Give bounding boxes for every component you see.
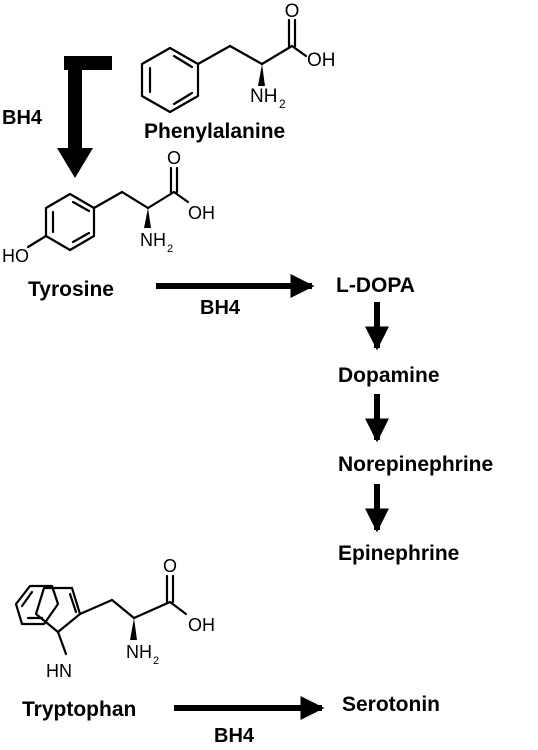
indole-nitrogen: HN <box>46 661 72 681</box>
amine-subscript: 2 <box>153 655 159 667</box>
amine-subscript: 2 <box>279 97 286 111</box>
amine-group: NH <box>126 642 152 662</box>
oxygen-atom: O <box>163 556 177 576</box>
cofactor-label-phe: BH4 <box>2 107 43 129</box>
hydroxyl-group: OH <box>307 50 336 71</box>
cofactor-label-trp: BH4 <box>214 725 255 747</box>
oxygen-atom: O <box>167 148 181 168</box>
amine-subscript: 2 <box>167 243 173 255</box>
phenol-hydroxyl: HO <box>2 246 29 266</box>
epinephrine-label: Epinephrine <box>338 542 459 565</box>
phenylalanine-label: Phenylalanine <box>144 120 285 143</box>
oxygen-atom: O <box>285 1 300 22</box>
serotonin-label: Serotonin <box>342 693 440 716</box>
tryptophan-label: Tryptophan <box>22 698 136 721</box>
amine-group: NH <box>140 230 166 250</box>
ldopa-label: L-DOPA <box>336 274 415 297</box>
tyrosine-label: Tyrosine <box>28 278 114 301</box>
hydroxylation-arrow <box>57 56 112 178</box>
norepinephrine-label: Norepinephrine <box>338 453 493 476</box>
cofactor-label-tyr: BH4 <box>200 297 241 319</box>
dopamine-label: Dopamine <box>338 364 440 387</box>
amine-group: NH <box>250 86 277 107</box>
tyrosine-structure: O OH HO NH 2 <box>2 148 215 266</box>
hydroxyl-group: OH <box>188 615 215 635</box>
tryptophan-structure: O OH HN NH 2 <box>14 556 215 681</box>
phenylalanine-structure: O OH NH 2 <box>140 1 336 114</box>
hydroxyl-group: OH <box>188 203 215 223</box>
